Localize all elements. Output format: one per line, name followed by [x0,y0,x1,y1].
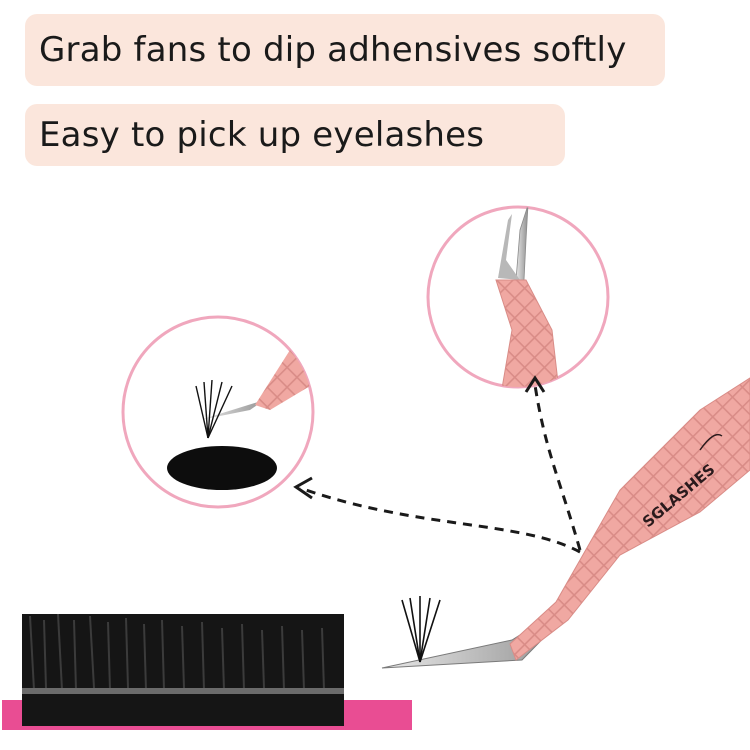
dashed-arrow-up-icon [533,384,582,551]
dashed-arrow-left-icon [299,486,581,554]
zoom-circle-adhesive [121,315,315,509]
arrow-up-head [524,375,546,393]
banner-adhesive-label: Grab fans to dip adhensives softly [39,30,627,70]
arrow-left-head [293,476,313,500]
lash-strip-texture [29,613,325,691]
zoom-circle-tip [426,205,610,389]
banner-adhesive-text: Grab fans to dip adhensives softly [25,14,665,86]
zoom-tip-lower [498,214,520,280]
tweezer-handle [509,377,750,661]
lash-fan-main [401,596,441,663]
lash-strip-band [22,688,344,694]
zoom-lash-fan [195,379,233,439]
adhesive-drop [167,446,277,490]
banner-pickup-label: Easy to pick up eyelashes [39,115,485,155]
banner-pickup-text: Easy to pick up eyelashes [25,104,565,166]
lash-strip [2,613,412,730]
zoom-tip-handle [495,279,561,387]
tweezer-main: SGLASHES [381,377,750,669]
brand-lash-icon [699,433,723,451]
